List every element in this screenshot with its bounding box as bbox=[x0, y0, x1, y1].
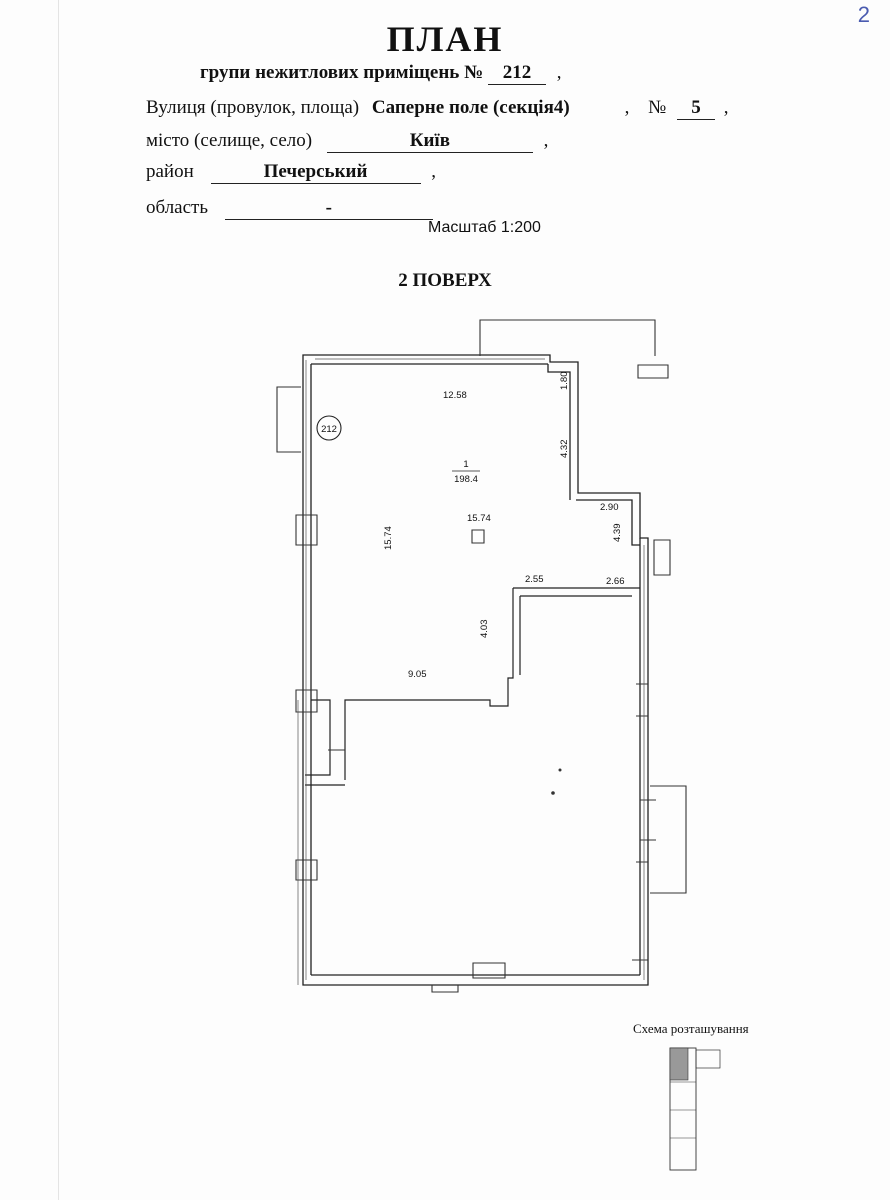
comma: , bbox=[624, 97, 630, 118]
scheme-section-wing bbox=[695, 1049, 721, 1069]
region-line: область - bbox=[146, 197, 433, 220]
dim-center-height: 15.74 bbox=[467, 513, 491, 524]
scheme-title: Схема розташування bbox=[633, 1021, 749, 1036]
dim-right-step: 4.39 bbox=[612, 524, 623, 543]
column-left-low bbox=[295, 859, 318, 881]
right-wall-marks bbox=[632, 683, 648, 961]
floor-label: 2 ПОВЕРХ bbox=[398, 270, 492, 291]
dim-right-width: 2.66 bbox=[606, 576, 625, 587]
column-bottom bbox=[472, 962, 506, 979]
balcony-right bbox=[650, 785, 687, 894]
comma: , bbox=[431, 161, 437, 182]
location-scheme bbox=[669, 1047, 721, 1171]
house-label: № bbox=[648, 97, 667, 118]
comma: , bbox=[556, 62, 562, 83]
partition-inner bbox=[519, 595, 632, 675]
room-area: 198.4 bbox=[454, 474, 478, 485]
city-label: місто (селище, село) bbox=[146, 130, 313, 151]
column-right bbox=[653, 539, 671, 576]
balcony-left bbox=[276, 386, 301, 453]
street-label: Вулиця (провулок, площа) bbox=[146, 97, 360, 118]
inner-wall-notch bbox=[547, 364, 571, 500]
unit-group-line: групи нежитлових приміщень № 212 , bbox=[200, 62, 561, 85]
district-label: район bbox=[146, 161, 194, 182]
bottom-niche bbox=[431, 985, 459, 993]
room-partition bbox=[344, 587, 640, 780]
pen-marks bbox=[551, 768, 562, 795]
comma: , bbox=[723, 97, 729, 118]
street-value: Саперне поле (секція4) bbox=[371, 97, 570, 118]
district-line: район Печерський , bbox=[146, 161, 436, 184]
room-number: 1 bbox=[463, 459, 468, 470]
document-title: ПЛАН bbox=[386, 19, 504, 59]
district-value: Печерський bbox=[210, 161, 421, 184]
dim-bottom-width: 9.05 bbox=[408, 669, 427, 680]
dim-notch-top: 1.80 bbox=[559, 372, 570, 391]
region-value: - bbox=[224, 197, 433, 220]
window-lines bbox=[305, 358, 645, 980]
column-left-mid bbox=[295, 689, 318, 713]
central-column bbox=[471, 529, 485, 544]
unit-group-number: 212 bbox=[487, 62, 546, 85]
dim-step-width: 2.90 bbox=[600, 502, 619, 513]
column-left bbox=[295, 514, 318, 546]
dim-left-height: 15.74 bbox=[383, 526, 394, 550]
street-line: Вулиця (провулок, площа) Саперне поле (с… bbox=[146, 97, 729, 120]
comma: , bbox=[543, 130, 549, 151]
outer-wall bbox=[302, 354, 649, 986]
region-label: область bbox=[146, 197, 209, 218]
scheme-highlighted-section bbox=[669, 1047, 689, 1081]
unit-group-label: групи нежитлових приміщень № bbox=[200, 62, 484, 83]
house-number: 5 bbox=[677, 97, 716, 120]
city-value: Київ bbox=[326, 130, 533, 153]
dim-notch-side: 4.32 bbox=[559, 440, 570, 459]
city-line: місто (селище, село) Київ , bbox=[146, 130, 548, 153]
unit-badge-label: 212 bbox=[321, 424, 337, 435]
left-service-room bbox=[305, 699, 331, 776]
door-marks bbox=[328, 749, 656, 841]
balcony-top bbox=[479, 319, 656, 356]
dim-top-width: 12.58 bbox=[443, 390, 467, 401]
column-top-right bbox=[637, 364, 669, 379]
dim-inner-height: 4.03 bbox=[479, 620, 490, 639]
dim-inner-width: 2.55 bbox=[525, 574, 544, 585]
inner-wall-step bbox=[576, 499, 640, 546]
scale-label: Масштаб 1:200 bbox=[428, 219, 541, 236]
page-edge bbox=[58, 0, 59, 1200]
handwritten-page-number: 2 bbox=[857, 2, 870, 27]
unit-badge-circle bbox=[316, 415, 342, 441]
